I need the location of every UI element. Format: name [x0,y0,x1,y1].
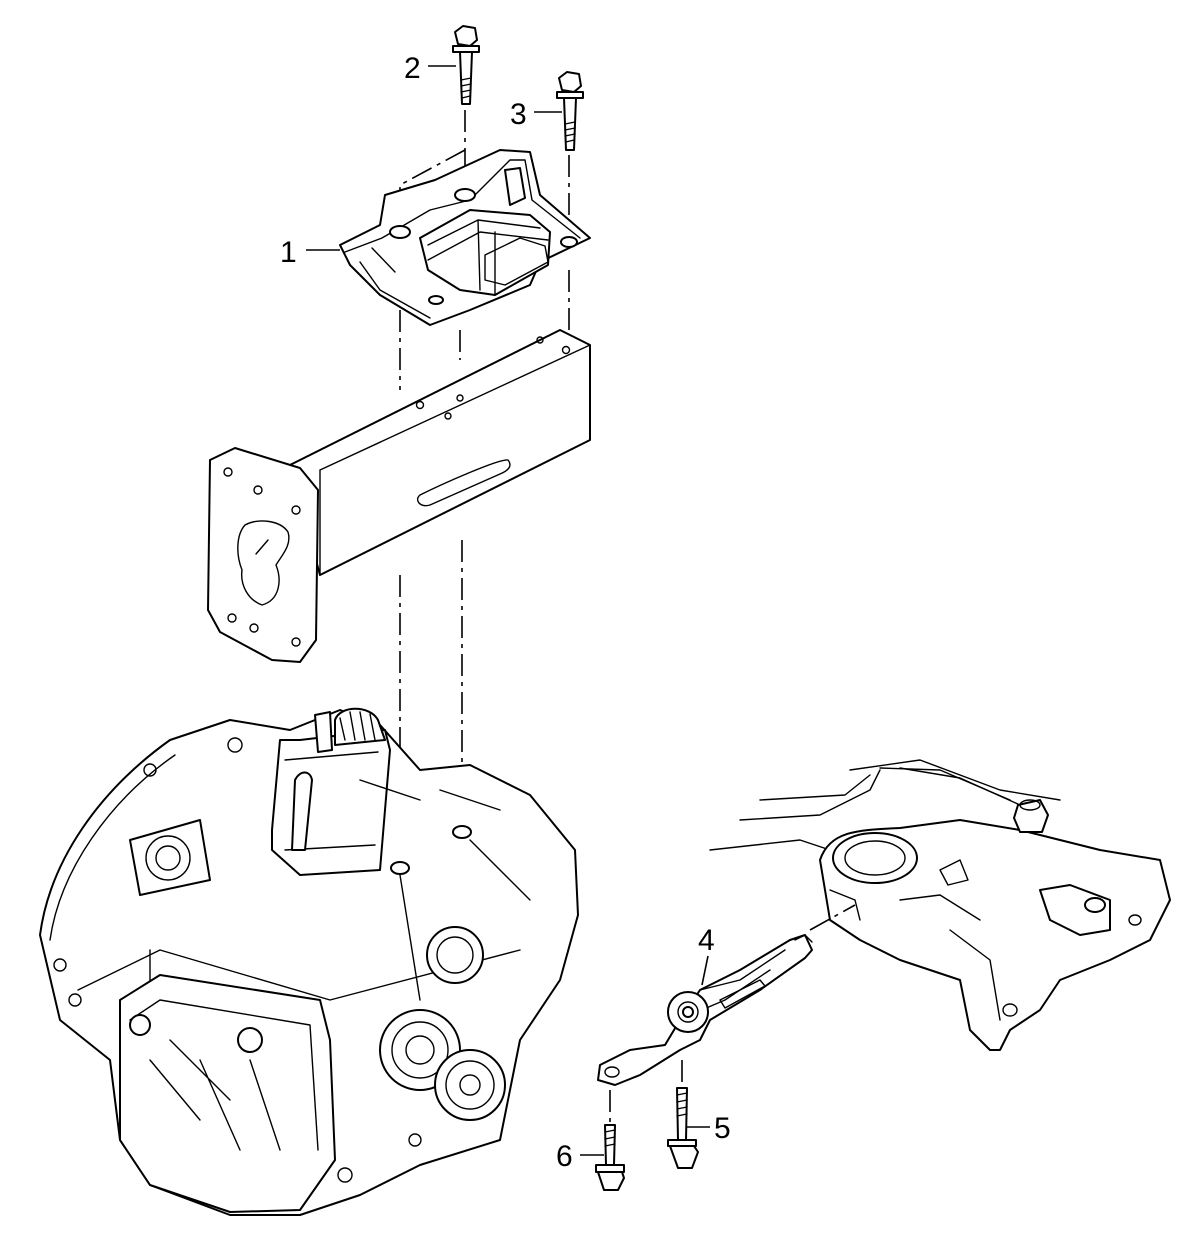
callout-5[interactable]: 5 [686,1112,731,1145]
callout-5-number: 5 [714,1112,731,1145]
callout-2[interactable]: 2 [404,52,456,85]
crossmember-beam [207,329,591,663]
bolt-part-5[interactable] [667,1060,699,1169]
callout-4[interactable]: 4 [698,924,715,986]
bolt-part-6[interactable] [595,1090,625,1191]
transmission-mount-part-1[interactable] [339,149,591,326]
bolt-part-3[interactable] [556,71,584,151]
callout-2-number: 2 [404,52,421,85]
bolt-part-2[interactable] [452,25,480,105]
callout-1-number: 1 [280,236,297,269]
pendulum-support-part-4[interactable] [597,904,856,1086]
callout-6[interactable]: 6 [556,1140,604,1173]
callout-4-leader [701,955,709,986]
callout-6-number: 6 [556,1140,573,1173]
callout-1[interactable]: 1 [280,236,340,269]
callout-4-number: 4 [698,924,715,957]
gearbox-housing [39,707,579,1216]
callout-3[interactable]: 3 [510,98,562,131]
vehicle-subframe [709,759,1171,1051]
callout-3-number: 3 [510,98,527,131]
